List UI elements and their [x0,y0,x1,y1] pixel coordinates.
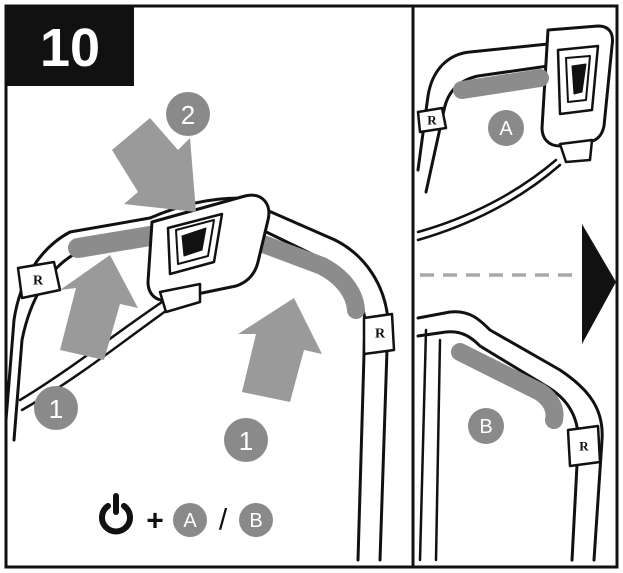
grip-right [249,233,365,319]
brand-mark-right: R [375,327,386,342]
badge-step-1-right: 1 [224,418,268,462]
direction-arrow-right [582,224,616,344]
left-tube [12,216,152,322]
step-number: 10 [40,18,100,78]
legend-separator: / [219,504,228,537]
svg-text:A: A [499,118,513,140]
power-icon [99,493,133,535]
brand-mark-a: R [427,113,437,128]
badge-step-1-left: 1 [34,386,78,430]
svg-text:1: 1 [49,394,63,424]
svg-text:B: B [479,416,492,438]
step-number-box [6,6,134,86]
badge-step-2: 2 [166,92,210,136]
badge-position-a: A [488,110,524,146]
control-box [146,193,271,314]
svg-text:1: 1 [239,426,253,456]
grip-position-a [453,69,549,99]
legend-option-a: A [183,510,197,532]
arrow-press-1-right [238,298,322,402]
legend-option-b: B [249,510,262,532]
brand-mark-left: R [33,274,44,289]
handle-position-a [416,24,614,242]
legend: + A / B [99,493,273,538]
brand-mark-b: R [579,439,589,454]
badge-position-b: B [468,408,504,444]
grip-left [68,226,160,258]
arrow-press-1-left [60,255,138,360]
svg-text:2: 2 [181,100,195,130]
legend-plus: + [146,505,164,538]
grip-position-b [451,343,564,429]
press-arrows [60,118,322,402]
arrow-press-2 [112,118,196,212]
